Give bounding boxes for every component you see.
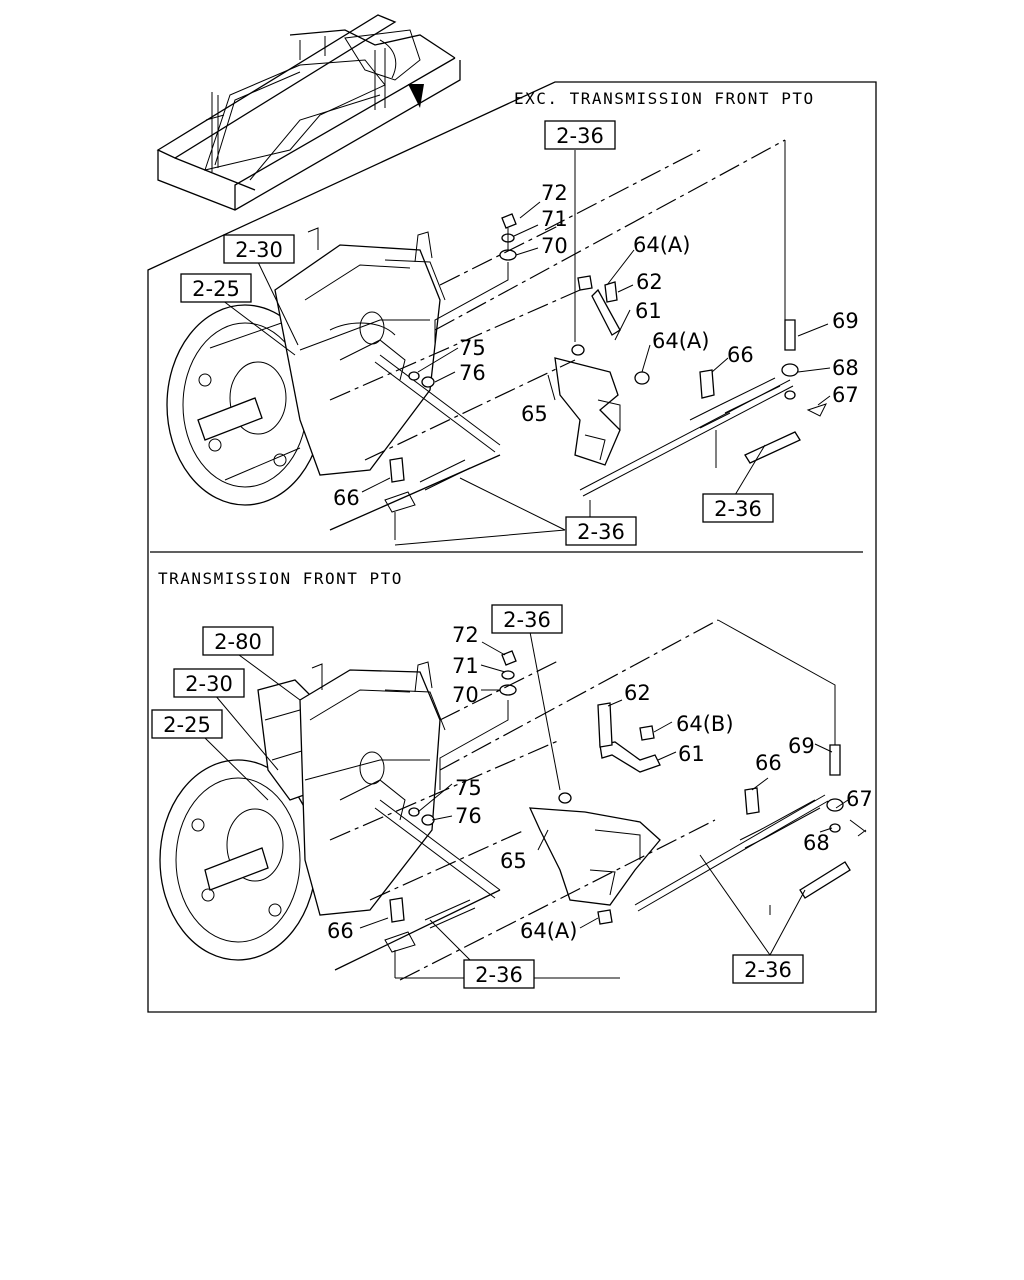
part-number-label[interactable]: 62 (636, 270, 663, 294)
part-number-label[interactable]: 61 (678, 742, 705, 766)
part-number-label[interactable]: 65 (521, 402, 548, 426)
part-number-label[interactable]: 70 (541, 234, 568, 258)
svg-text:2-36: 2-36 (503, 608, 551, 632)
part-number-label[interactable]: 66 (327, 919, 354, 943)
vehicle-locator-illustration (156, 14, 461, 211)
part-number-label[interactable]: 61 (635, 299, 662, 323)
part-number-label[interactable]: 69 (788, 734, 815, 758)
section-title-exc-front-pto: EXC. TRANSMISSION FRONT PTO (514, 89, 815, 108)
top-part-numbers: 72 71 70 64(A) 62 61 64(A) 69 66 68 67 7… (333, 181, 859, 510)
svg-text:2-36: 2-36 (744, 958, 792, 982)
top-reference-boxes: 2-36 2-30 2-25 2-36 2-36 (180, 120, 774, 546)
ref-box-2-25[interactable]: 2-25 (151, 709, 223, 739)
top-frame-border (147, 81, 877, 1013)
bottom-part-numbers: 72 71 70 62 64(B) 61 69 66 67 68 75 76 6… (327, 623, 873, 943)
ref-box-2-25[interactable]: 2-25 (180, 273, 252, 303)
part-number-label[interactable]: 64(B) (676, 712, 734, 736)
svg-text:2-36: 2-36 (577, 520, 625, 544)
svg-text:2-36: 2-36 (556, 124, 604, 148)
svg-text:2-30: 2-30 (235, 238, 283, 262)
part-number-label[interactable]: 71 (452, 654, 479, 678)
svg-text:2-25: 2-25 (192, 277, 240, 301)
part-number-label[interactable]: 70 (452, 683, 479, 707)
ref-box-2-30[interactable]: 2-30 (173, 668, 245, 698)
part-number-label[interactable]: 66 (755, 751, 782, 775)
part-number-label[interactable]: 64(A) (633, 233, 690, 257)
ref-box-2-36[interactable]: 2-36 (732, 954, 804, 984)
part-number-label[interactable]: 75 (455, 776, 482, 800)
part-number-label[interactable]: 66 (333, 486, 360, 510)
part-number-label[interactable]: 62 (624, 681, 651, 705)
svg-text:2-36: 2-36 (475, 963, 523, 987)
svg-text:2-25: 2-25 (163, 713, 211, 737)
ref-box-2-36[interactable]: 2-36 (565, 516, 637, 546)
ref-box-2-80[interactable]: 2-80 (202, 626, 274, 656)
part-number-label[interactable]: 68 (803, 831, 830, 855)
bottom-reference-boxes: 2-36 2-80 2-30 2-25 2-36 2-36 (151, 604, 804, 989)
part-number-label[interactable]: 67 (832, 383, 859, 407)
part-number-label[interactable]: 76 (459, 361, 486, 385)
part-number-label[interactable]: 75 (459, 336, 486, 360)
part-number-label[interactable]: 68 (832, 356, 859, 380)
bottom-transmission-illustration (159, 619, 867, 981)
svg-text:2-36: 2-36 (714, 497, 762, 521)
top-transmission-illustration (166, 139, 831, 546)
part-number-label[interactable]: 64(A) (652, 329, 709, 353)
ref-box-2-36[interactable]: 2-36 (491, 604, 563, 634)
ref-box-2-36[interactable]: 2-36 (702, 493, 774, 523)
svg-text:2-80: 2-80 (214, 630, 262, 654)
ref-box-2-30[interactable]: 2-30 (223, 234, 295, 264)
svg-text:2-30: 2-30 (185, 672, 233, 696)
part-number-label[interactable]: 66 (727, 343, 754, 367)
ref-box-2-36[interactable]: 2-36 (463, 959, 535, 989)
part-number-label[interactable]: 71 (541, 207, 568, 231)
part-number-label[interactable]: 64(A) (520, 919, 577, 943)
part-number-label[interactable]: 69 (832, 309, 859, 333)
ref-box-2-36[interactable]: 2-36 (544, 120, 616, 150)
part-number-label[interactable]: 72 (452, 623, 479, 647)
part-number-label[interactable]: 65 (500, 849, 527, 873)
part-number-label[interactable]: 67 (846, 787, 873, 811)
part-number-label[interactable]: 76 (455, 804, 482, 828)
section-title-front-pto: TRANSMISSION FRONT PTO (158, 569, 403, 588)
part-number-label[interactable]: 72 (541, 181, 568, 205)
